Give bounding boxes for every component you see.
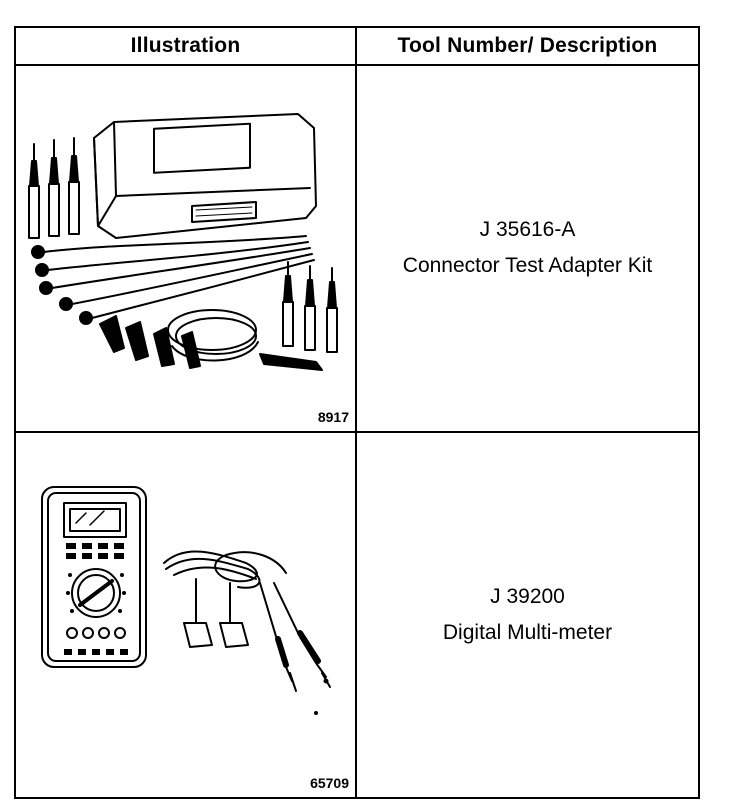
tool-description-cell: J 35616-A Connector Test Adapter Kit <box>355 64 700 433</box>
header-tool-number-description: Tool Number/ Description <box>355 26 700 66</box>
table-row: 65709 J 39200 Digital Multi-meter <box>14 430 700 799</box>
digital-multimeter-icon <box>41 485 331 715</box>
header-row: Illustration Tool Number/ Description <box>14 26 700 66</box>
table-row: 8917 J 35616-A Connector Test Adapter Ki… <box>14 64 700 433</box>
figure-number: 8917 <box>317 408 349 425</box>
tool-description: Connector Test Adapter Kit <box>402 254 653 278</box>
header-illustration: Illustration <box>14 26 357 66</box>
illustration-cell: 65709 <box>14 430 357 799</box>
tool-number: J 35616-A <box>479 218 576 242</box>
tool-table: Illustration Tool Number/ Description <box>14 26 700 799</box>
tool-description-cell: J 39200 Digital Multi-meter <box>355 430 700 799</box>
connector-test-adapter-kit-icon <box>28 113 338 371</box>
tool-number: J 39200 <box>490 584 565 608</box>
tool-description: Digital Multi-meter <box>442 620 613 644</box>
illustration-cell: 8917 <box>14 64 357 433</box>
figure-number: 65709 <box>310 775 349 791</box>
